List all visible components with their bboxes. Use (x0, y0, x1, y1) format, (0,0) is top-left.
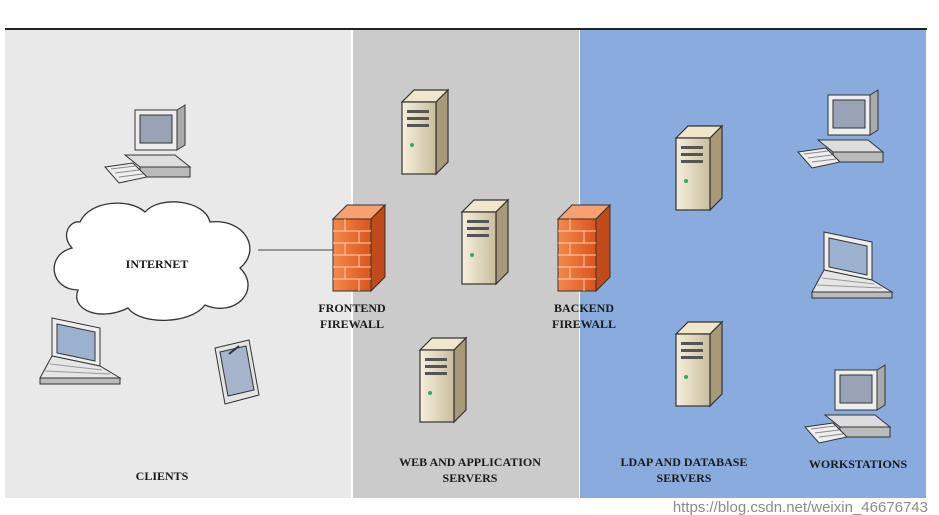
ldap-label-1: LDAP AND DATABASE (621, 455, 748, 469)
workstations-label: WORKSTATIONS (809, 457, 908, 471)
internet-label: INTERNET (126, 257, 189, 271)
ldap-server-icon (675, 125, 723, 211)
backend-firewall-icon (557, 204, 611, 292)
frontend-firewall-icon (332, 204, 386, 292)
backend-firewall-label-1: BACKEND (554, 301, 614, 315)
clients-label: CLIENTS (136, 469, 189, 483)
internet-cloud-icon: INTERNET (53, 201, 251, 322)
web-server-icon (401, 89, 449, 175)
frontend-firewall-label-2: FIREWALL (320, 317, 384, 331)
frontend-firewall-label-1: FRONTEND (318, 301, 386, 315)
backend-firewall-label-2: FIREWALL (552, 317, 616, 331)
app-server-icon (461, 199, 509, 285)
servers-label-1: WEB AND APPLICATION (399, 455, 541, 469)
web-server-icon (419, 337, 467, 423)
servers-label-2: SERVERS (443, 471, 498, 485)
watermark: https://blog.csdn.net/weixin_46676743 (673, 499, 928, 515)
ldap-label-2: SERVERS (657, 471, 712, 485)
database-server-icon (675, 321, 723, 407)
